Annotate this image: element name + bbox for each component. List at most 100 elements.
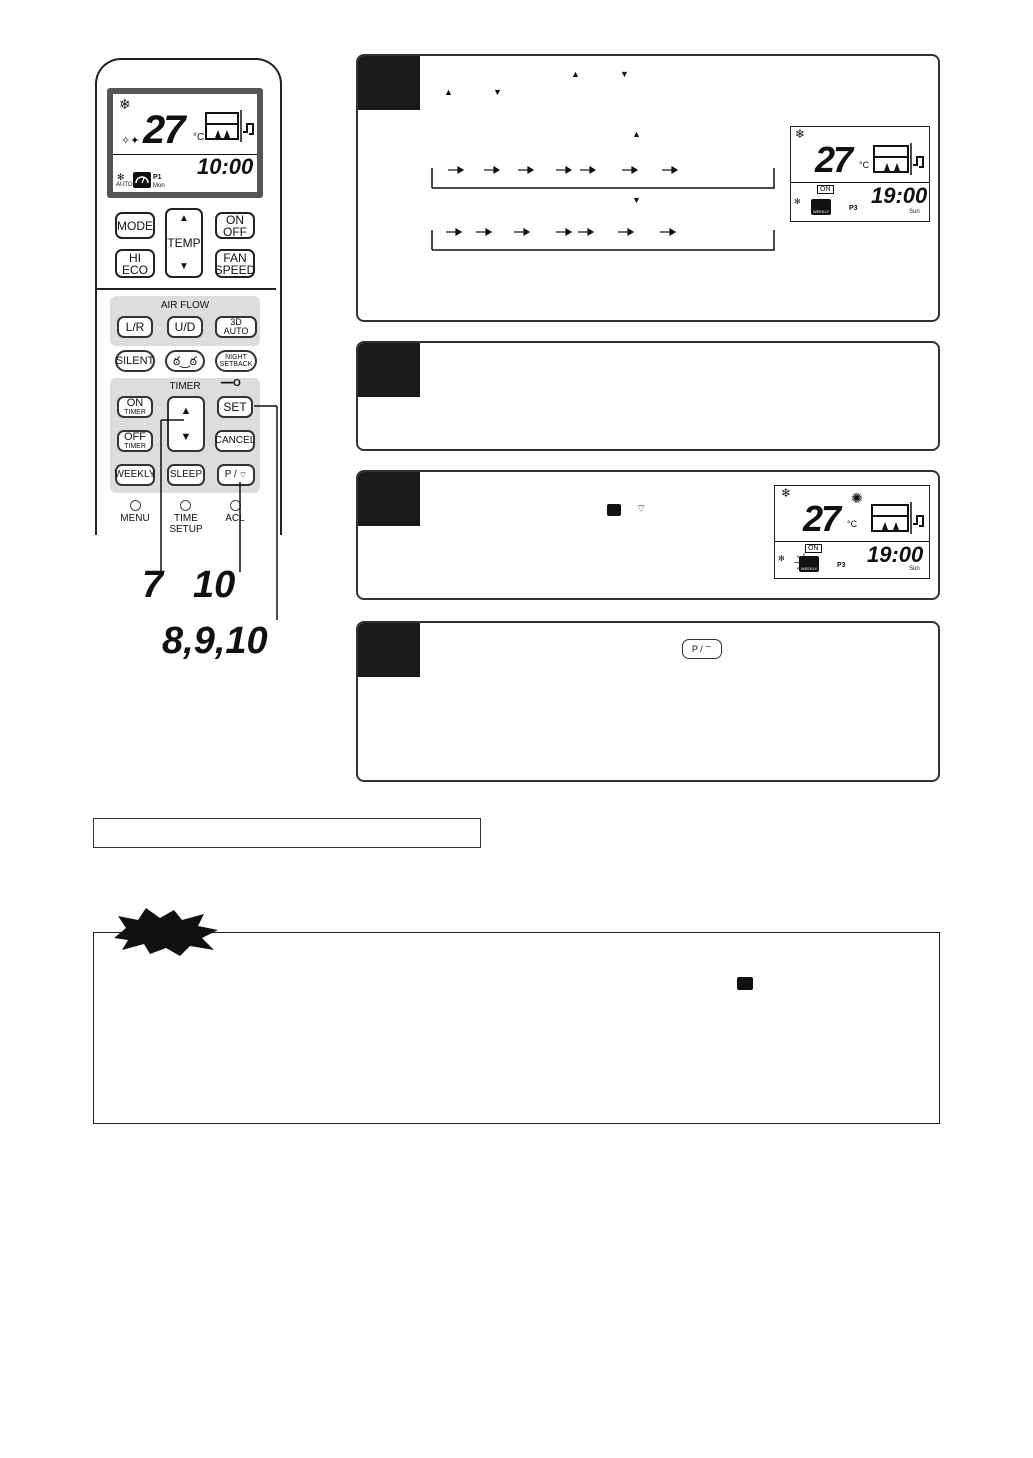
temp-up-icon[interactable]: ▲ xyxy=(179,213,189,224)
up-arrow-icon: ▲ xyxy=(444,87,453,97)
sequence-down-diagram xyxy=(431,227,775,251)
time-setup-dot[interactable] xyxy=(180,500,191,511)
lcd-temp: 27 xyxy=(143,108,185,152)
display-b-temp: 27 xyxy=(803,498,841,539)
fan-icon: ✻ xyxy=(794,197,801,206)
character-button[interactable]: ఠ‿ఠ xyxy=(165,350,205,372)
airflow-label: AIR FLOW xyxy=(160,300,210,311)
silent-label: SILENT xyxy=(115,354,155,367)
3d-auto-label: 3D AUTO xyxy=(223,317,249,336)
display-b-unit: °C xyxy=(847,519,858,529)
display-b: ❄ 27 °C ✺ ON 19:00 ✻ ✳ WEEKLY P3 Sun xyxy=(774,485,930,579)
p-button-illustration: P / ⌔ xyxy=(682,639,722,659)
on-off-label-1: ON xyxy=(226,212,244,227)
step-box-4: P / ⌔ xyxy=(356,621,940,782)
up-arrow-icon: ▲ xyxy=(571,69,580,79)
lr-label: L/R xyxy=(125,320,145,334)
weekly-timer-icon xyxy=(737,977,753,990)
weekly-button[interactable]: WEEKLY xyxy=(115,464,155,486)
temp-down-icon[interactable]: ▼ xyxy=(179,261,189,272)
sleep-label: SLEEP xyxy=(169,469,203,480)
p-button[interactable]: P / ⌔ xyxy=(217,464,255,486)
time-setup-label: TIME SETUP xyxy=(169,513,203,535)
step-tab-2 xyxy=(358,343,420,397)
lcd-program: P1 xyxy=(153,174,162,181)
remote-lcd-frame: ❄ 27 °C ✧✦ 10:00 ✻ AUTO P1 Mo xyxy=(107,88,263,198)
display-b-weekly-text: WEEKLY xyxy=(800,566,818,571)
mode-button[interactable]: MODE xyxy=(115,212,155,239)
step4-button-label: P / xyxy=(691,643,703,654)
lr-button[interactable]: L/R xyxy=(117,316,153,338)
p-button-label: P / xyxy=(224,469,237,480)
display-a-divider xyxy=(791,182,929,183)
weekly-label: WEEKLY xyxy=(114,469,156,480)
on-timer-label-1: ON xyxy=(126,397,144,409)
on-off-button[interactable]: ON OFF xyxy=(215,212,255,239)
snowflake-icon: ❄ xyxy=(795,127,806,141)
display-a-weekly-text: WEEKLY xyxy=(812,209,830,214)
indoor-unit-icon xyxy=(205,110,254,142)
callout-7: 7 xyxy=(142,564,164,606)
3d-auto-button[interactable]: 3D AUTO xyxy=(215,316,257,338)
menu-dot[interactable] xyxy=(130,500,141,511)
hi-eco-label-1: HI xyxy=(129,250,141,265)
cancel-button[interactable]: CANCEL xyxy=(215,430,255,452)
display-b-program: P3 xyxy=(837,562,846,569)
display-a-program: P3 xyxy=(849,205,858,212)
step-tab-3 xyxy=(358,472,420,526)
down-arrow-icon: ▼ xyxy=(632,195,641,205)
starburst-badge-icon xyxy=(114,908,218,956)
fan-speed-button[interactable]: FAN SPEED xyxy=(215,249,255,278)
lcd-day: Mon xyxy=(153,183,165,189)
temp-label: TEMP xyxy=(167,236,201,250)
timer-label: TIMER xyxy=(169,381,201,392)
set-button[interactable]: SET xyxy=(217,396,253,418)
display-b-day: Sun xyxy=(909,566,920,572)
off-timer-button[interactable]: OFF TIMER xyxy=(117,430,153,452)
timer-up-down-button[interactable]: ▲ ▼ xyxy=(167,396,205,452)
blinking-transmit-icon: ✺ xyxy=(851,490,863,506)
off-timer-label-1: OFF xyxy=(124,431,146,443)
sparkle-icon: ✧✦ xyxy=(121,135,140,147)
on-timer-label-2: TIMER xyxy=(124,409,146,416)
timer-up-icon[interactable]: ▲ xyxy=(180,404,192,417)
display-b-divider xyxy=(775,541,929,542)
remote-lcd: ❄ 27 °C ✧✦ 10:00 ✻ AUTO P1 Mo xyxy=(113,94,257,192)
temp-rocker[interactable]: ▲ TEMP ▼ xyxy=(165,208,203,278)
remote-control: ❄ 27 °C ✧✦ 10:00 ✻ AUTO P1 Mo xyxy=(95,58,282,535)
step-box-3: ⌔ ❄ 27 °C ✺ ON 19:00 ✻ ✳ WEEKLY P3 Sun xyxy=(356,470,940,600)
transmit-icon: ⌔ xyxy=(238,469,248,480)
display-a-on-tag: ON xyxy=(817,185,834,194)
step-box-1: ▲ ▼ ▲ ▼ ▲ ▼ ❄ 27 xyxy=(356,54,940,322)
off-timer-label-2: TIMER xyxy=(124,443,146,450)
fan-icon: ✻ xyxy=(117,172,125,182)
display-a-unit: °C xyxy=(859,160,870,170)
silent-button[interactable]: SILENT xyxy=(115,350,155,372)
snowflake-icon: ❄ xyxy=(781,486,792,500)
weekly-timer-icon: WEEKLY xyxy=(811,199,831,215)
remote-lid-edge xyxy=(97,288,276,290)
night-setback-button[interactable]: NIGHT SETBACK xyxy=(215,350,257,372)
ud-button[interactable]: U/D xyxy=(167,316,203,338)
sleep-button[interactable]: SLEEP xyxy=(167,464,205,486)
sequence-up-diagram xyxy=(431,165,775,189)
weekly-timer-icon xyxy=(133,172,151,188)
indoor-unit-icon xyxy=(871,502,924,534)
display-b-time: 19:00 xyxy=(867,542,924,567)
display-a: ❄ 27 °C ON 19:00 ✻ WEEKLY P3 Sun xyxy=(790,126,930,222)
transmit-icon: ⌔ xyxy=(636,503,647,515)
cancel-label: CANCEL xyxy=(214,435,256,446)
fan-speed-label-1: FAN xyxy=(223,250,247,265)
callout-8-9-10: 8,9,10 xyxy=(162,620,268,662)
hi-eco-button[interactable]: HI ECO xyxy=(115,249,155,278)
character-icon: ఠ‿ఠ xyxy=(173,354,197,368)
timer-down-icon[interactable]: ▼ xyxy=(180,430,192,443)
transmit-icon: ⌔ xyxy=(704,644,713,653)
weekly-timer-icon xyxy=(607,504,621,516)
mode-button-label: MODE xyxy=(117,218,153,233)
on-off-label-2: OFF xyxy=(223,224,247,239)
night-label-2: SETBACK xyxy=(219,361,253,368)
ud-label: U/D xyxy=(174,320,196,334)
on-timer-button[interactable]: ON TIMER xyxy=(117,396,153,418)
